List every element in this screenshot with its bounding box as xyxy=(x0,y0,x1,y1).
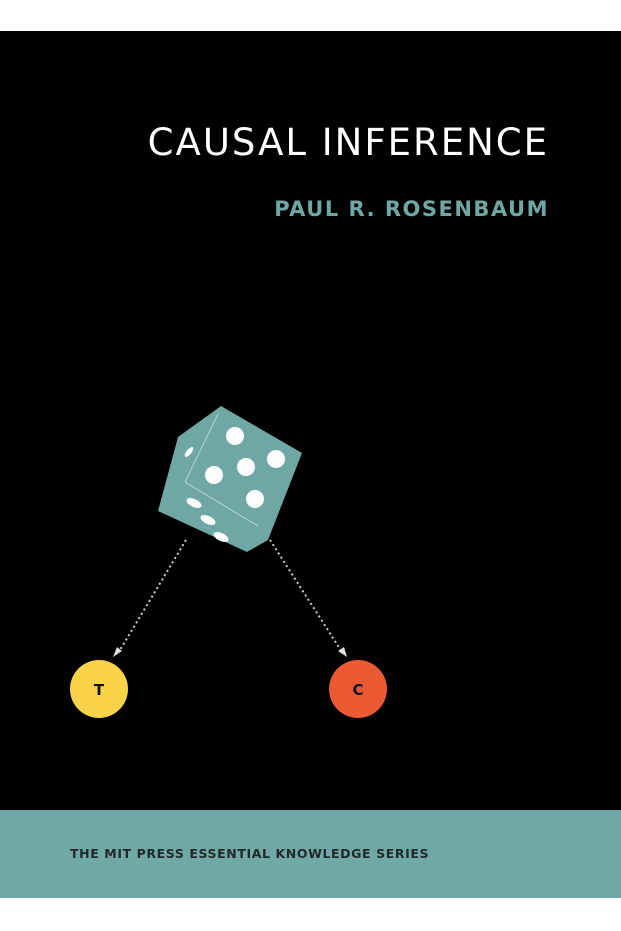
series-band: THE MIT PRESS ESSENTIAL KNOWLEDGE SERIES xyxy=(0,810,621,898)
node-c: C xyxy=(329,660,387,718)
svg-text:T: T xyxy=(94,681,105,699)
book-title: CAUSAL INFERENCE xyxy=(147,121,549,164)
svg-text:C: C xyxy=(352,681,363,699)
series-name: THE MIT PRESS ESSENTIAL KNOWLEDGE SERIES xyxy=(70,846,430,861)
book-author: PAUL R. ROSENBAUM xyxy=(274,197,549,221)
node-t: T xyxy=(70,660,128,718)
arrow-to-c xyxy=(269,539,347,657)
arrow-to-t xyxy=(113,539,187,657)
die-icon xyxy=(158,406,302,552)
